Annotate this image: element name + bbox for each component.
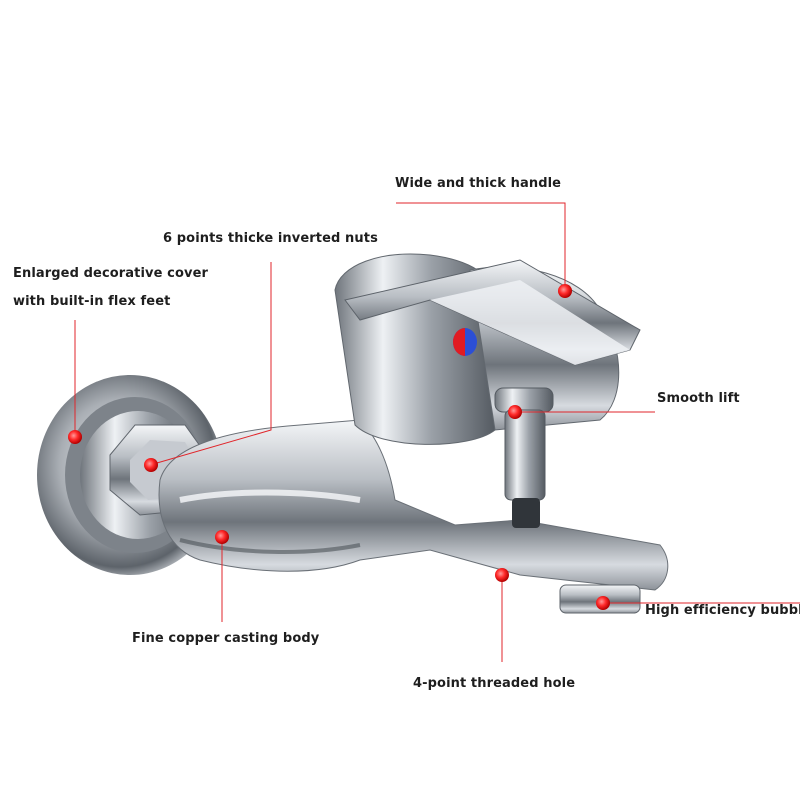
marker-threaded-hole: [495, 568, 509, 582]
label-casting-body: Fine copper casting body: [132, 631, 320, 646]
label-bubbler: High efficiency bubbler: [645, 603, 800, 618]
leader-nuts: [149, 262, 272, 466]
label-smooth-lift: Smooth lift: [657, 391, 740, 406]
diverter-lift: [494, 387, 554, 528]
casting-body: [158, 419, 669, 591]
handle: [344, 259, 641, 366]
marker-bubbler: [596, 596, 610, 610]
label-threaded-hole: 4-point threaded hole: [413, 676, 576, 691]
leader-wide-handle: [396, 202, 566, 290]
label-cover-line1: Enlarged decorative cover: [13, 266, 208, 281]
label-cover-line2: with built-in flex feet: [13, 294, 171, 309]
label-wide-handle: Wide and thick handle: [395, 176, 562, 191]
marker-casting-body: [215, 530, 229, 544]
marker-nuts: [144, 458, 158, 472]
marker-smooth-lift: [508, 405, 522, 419]
label-inverted-nuts: 6 points thicke inverted nuts: [163, 231, 378, 246]
callout-markers: [68, 284, 610, 610]
callout-lines: [74, 202, 800, 662]
marker-cover: [68, 430, 82, 444]
marker-wide-handle: [558, 284, 572, 298]
